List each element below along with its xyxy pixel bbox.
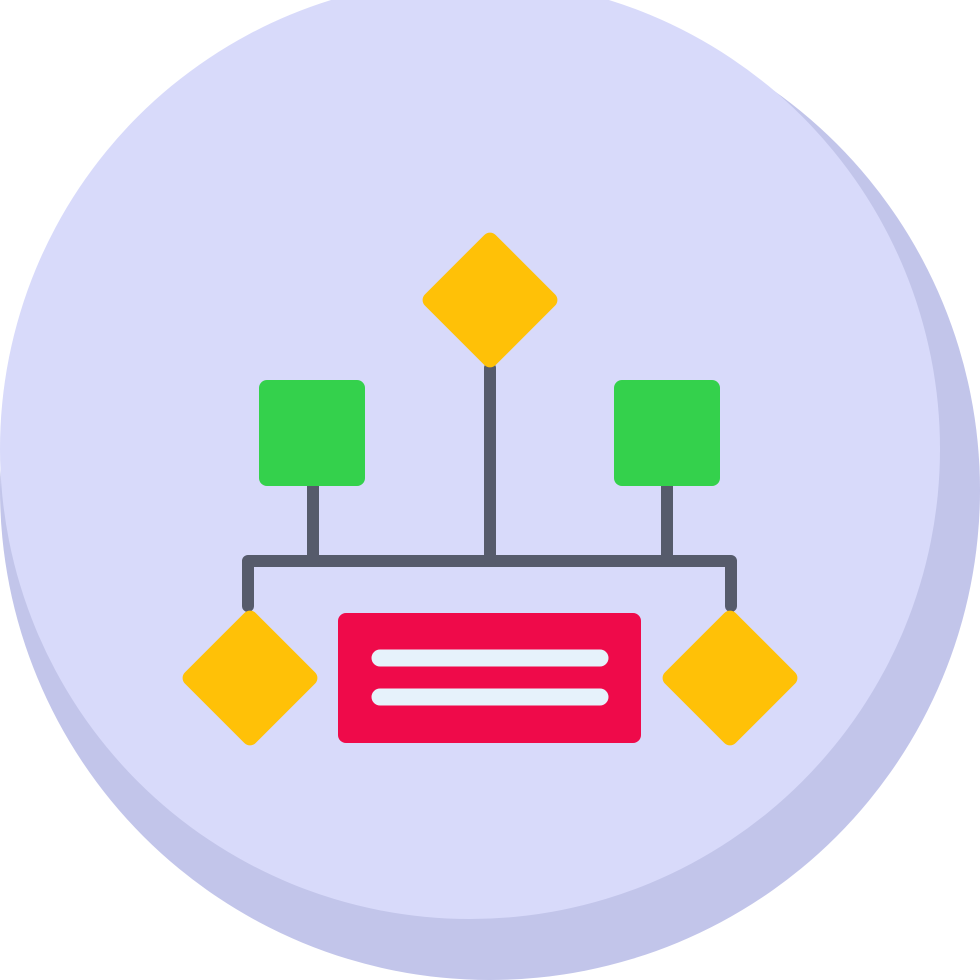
- connector-lines: [242, 362, 737, 612]
- background-circle: [0, 0, 940, 919]
- right-diamond-node: [662, 610, 798, 746]
- top-diamond-node: [422, 232, 558, 368]
- right-square-node: [614, 380, 720, 486]
- left-square-node: [259, 380, 365, 486]
- label-box: [338, 613, 641, 743]
- label-box-lines: [371, 649, 609, 706]
- left-diamond-node: [182, 610, 318, 746]
